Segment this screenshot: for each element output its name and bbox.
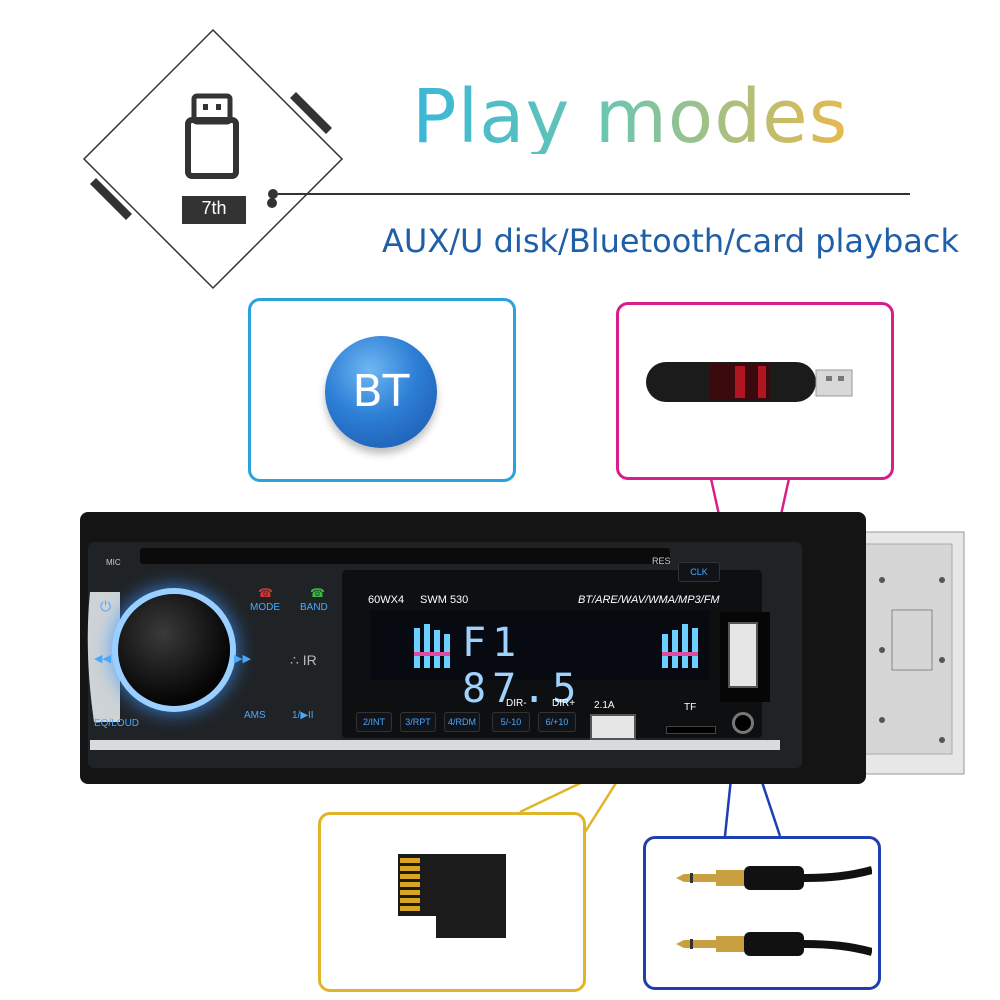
power-icon[interactable]: ⏻	[100, 598, 112, 614]
badge-label-box	[182, 196, 246, 224]
usb-badge	[82, 28, 344, 290]
lcd-band: F1	[462, 620, 523, 666]
play-pause-button[interactable]: 1/▶II	[292, 710, 314, 721]
preset-button-2[interactable]: 2/INT	[356, 712, 392, 732]
title-divider	[278, 193, 910, 195]
lcd-display: F1 87.5	[376, 616, 706, 712]
ams-button[interactable]: AMS	[244, 710, 266, 721]
radio-metal-chassis	[852, 531, 965, 775]
aux-callout	[643, 836, 881, 990]
usb-current-label: 2.1A	[594, 700, 615, 711]
dir-plus-label: DIR+	[552, 698, 576, 709]
page-title: Play modes	[412, 74, 849, 160]
usb-port-front[interactable]	[590, 714, 636, 740]
page-subtitle: AUX/U disk/Bluetooth/card playback	[382, 222, 959, 260]
rule-dot	[268, 189, 278, 199]
phone-red-icon: ☎	[258, 586, 273, 600]
badge-label: 7th	[201, 198, 227, 218]
preset-button-6[interactable]: 6/+10	[538, 712, 576, 732]
band-button[interactable]: ☎ BAND	[300, 586, 328, 613]
mic-label: MIC	[106, 558, 121, 567]
clk-button[interactable]: CLK	[678, 562, 720, 582]
preset-button-5[interactable]: 5/-10	[492, 712, 530, 732]
tf-card-icon	[398, 854, 506, 938]
volume-knob[interactable]	[118, 594, 230, 706]
tf-card-slot[interactable]	[666, 726, 716, 734]
aux-cable-icon	[676, 866, 872, 956]
aux-jack[interactable]	[732, 712, 754, 734]
bluetooth-icon: BT	[325, 336, 437, 448]
res-button[interactable]: RES	[652, 556, 671, 566]
phone-green-icon: ☎	[310, 586, 325, 600]
equalizer-right-icon	[662, 624, 698, 668]
mode-button[interactable]: ☎ MODE	[250, 586, 280, 613]
usb-stick-icon	[185, 93, 239, 179]
ir-sensor: ∴ IR	[290, 652, 317, 668]
preset-button-3[interactable]: 3/RPT	[400, 712, 436, 732]
model-name: SWM 530	[420, 594, 469, 606]
eq-loud-button[interactable]: EQ/LOUD	[94, 718, 140, 729]
dir-minus-label: DIR-	[506, 698, 527, 709]
preset-button-4[interactable]: 4/RDM	[444, 712, 480, 732]
next-track-icon[interactable]: ▶▶	[234, 653, 251, 665]
equalizer-left-icon	[414, 624, 450, 668]
lcd-frequency: 87.5	[462, 666, 583, 712]
formats-label: BT/ARE/WAV/WMA/MP3/FM	[578, 594, 720, 606]
power-rating: 60WX4	[368, 594, 405, 606]
usb-flash-drive-icon	[646, 362, 853, 402]
prev-track-icon[interactable]: ◀◀	[94, 653, 111, 665]
tf-label: TF	[684, 702, 697, 713]
car-radio: ⏻ ◀◀ ▶▶ EQ/LOUD MIC ☎ MODE ☎ BAND ∴ IR A…	[80, 512, 866, 784]
usb-port-side[interactable]	[728, 622, 758, 688]
